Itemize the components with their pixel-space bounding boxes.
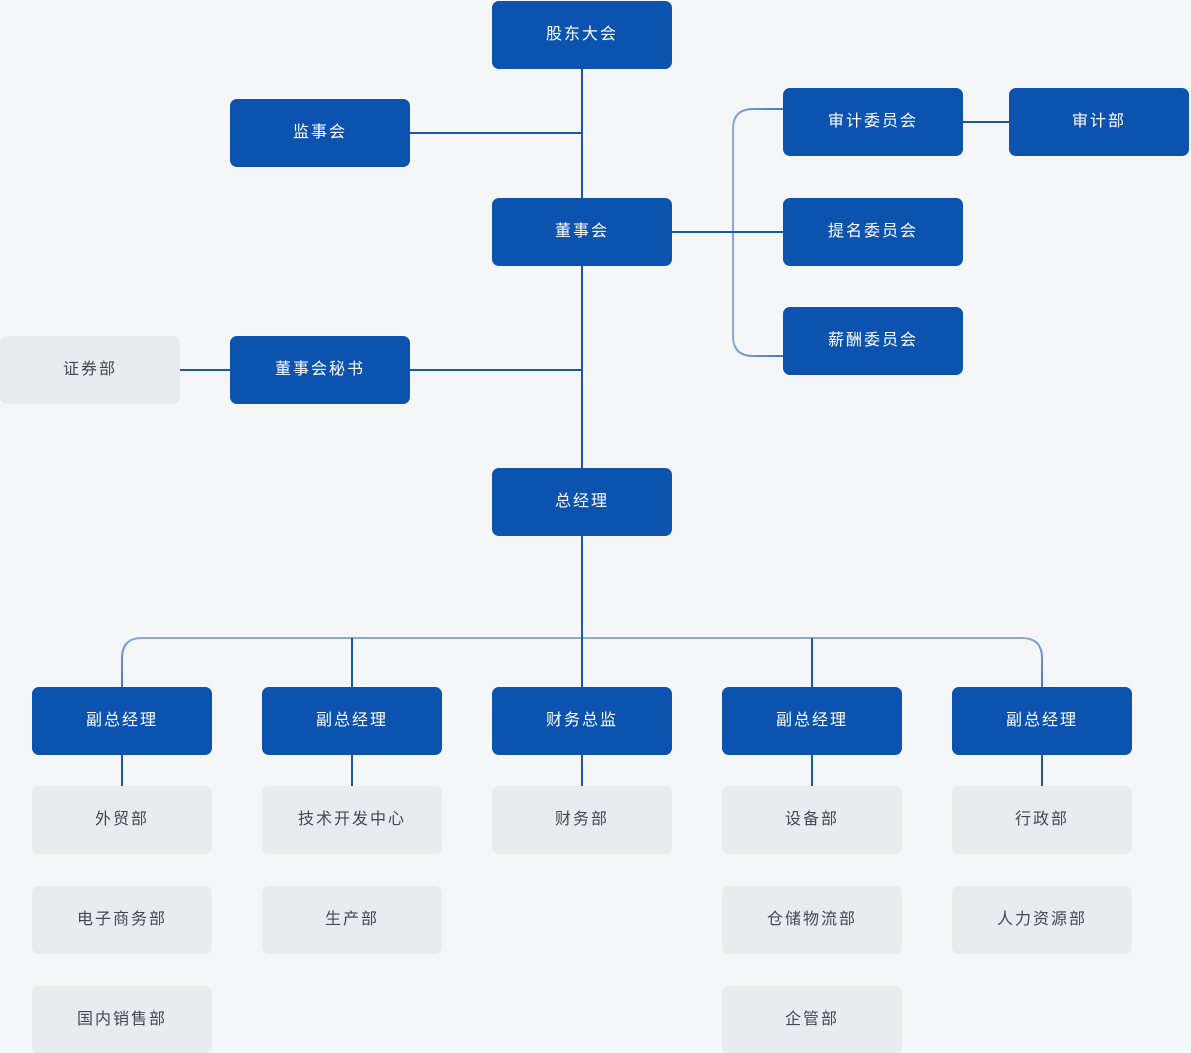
supervisory-board-node[interactable]: 监事会: [230, 99, 410, 167]
deputy-gm-1-node[interactable]: 副总经理: [32, 687, 212, 755]
deputy-gm-4-label: 副总经理: [1005, 712, 1078, 729]
shareholders-meeting-label: 股东大会: [545, 26, 618, 43]
production-department-node[interactable]: 生产部: [262, 886, 442, 954]
warehouse-logistics-department-label: 仓储物流部: [766, 911, 857, 928]
domestic-sales-department-node[interactable]: 国内销售部: [32, 986, 212, 1053]
deputy-gm-2-label: 副总经理: [315, 712, 388, 729]
finance-department-label: 财务部: [554, 811, 609, 828]
board-secretary-label: 董事会秘书: [274, 361, 365, 378]
hr-department-label: 人力资源部: [996, 911, 1087, 928]
deputy-gm-4-node[interactable]: 副总经理: [952, 687, 1132, 755]
general-manager-node[interactable]: 总经理: [492, 468, 672, 536]
supervisory-board-label: 监事会: [292, 124, 347, 141]
foreign-trade-department-label: 外贸部: [94, 811, 149, 828]
finance-department-node[interactable]: 财务部: [492, 786, 672, 854]
finance-director-node[interactable]: 财务总监: [492, 687, 672, 755]
domestic-sales-department-label: 国内销售部: [76, 1011, 167, 1028]
audit-department-node[interactable]: 审计部: [1009, 88, 1189, 156]
nomination-committee-label: 提名委员会: [827, 223, 918, 240]
audit-committee-node[interactable]: 审计委员会: [783, 88, 963, 156]
tech-development-center-label: 技术开发中心: [297, 811, 406, 828]
equipment-department-label: 设备部: [784, 811, 839, 828]
warehouse-logistics-department-node[interactable]: 仓储物流部: [722, 886, 902, 954]
deputy-gm-1-label: 副总经理: [85, 712, 158, 729]
administration-department-node[interactable]: 行政部: [952, 786, 1132, 854]
securities-department-node[interactable]: 证券部: [0, 336, 180, 404]
finance-director-label: 财务总监: [545, 712, 618, 729]
deputy-gm-3-node[interactable]: 副总经理: [722, 687, 902, 755]
general-manager-label: 总经理: [554, 493, 609, 510]
board-of-directors-node[interactable]: 董事会: [492, 198, 672, 266]
enterprise-management-department-label: 企管部: [784, 1011, 839, 1028]
ecommerce-department-label: 电子商务部: [76, 911, 167, 928]
deputy-gm-2-node[interactable]: 副总经理: [262, 687, 442, 755]
compensation-committee-node[interactable]: 薪酬委员会: [783, 307, 963, 375]
production-department-label: 生产部: [324, 911, 379, 928]
nomination-committee-node[interactable]: 提名委员会: [783, 198, 963, 266]
tech-development-center-node[interactable]: 技术开发中心: [262, 786, 442, 854]
enterprise-management-department-node[interactable]: 企管部: [722, 986, 902, 1053]
compensation-committee-label: 薪酬委员会: [827, 332, 918, 349]
audit-committee-label: 审计委员会: [827, 113, 918, 130]
ecommerce-department-node[interactable]: 电子商务部: [32, 886, 212, 954]
board-of-directors-label: 董事会: [554, 223, 609, 240]
securities-department-label: 证券部: [62, 361, 117, 378]
foreign-trade-department-node[interactable]: 外贸部: [32, 786, 212, 854]
shareholders-meeting-node[interactable]: 股东大会: [492, 1, 672, 69]
deputy-gm-3-label: 副总经理: [775, 712, 848, 729]
administration-department-label: 行政部: [1014, 811, 1069, 828]
board-secretary-node[interactable]: 董事会秘书: [230, 336, 410, 404]
hr-department-node[interactable]: 人力资源部: [952, 886, 1132, 954]
audit-department-label: 审计部: [1071, 113, 1126, 130]
equipment-department-node[interactable]: 设备部: [722, 786, 902, 854]
